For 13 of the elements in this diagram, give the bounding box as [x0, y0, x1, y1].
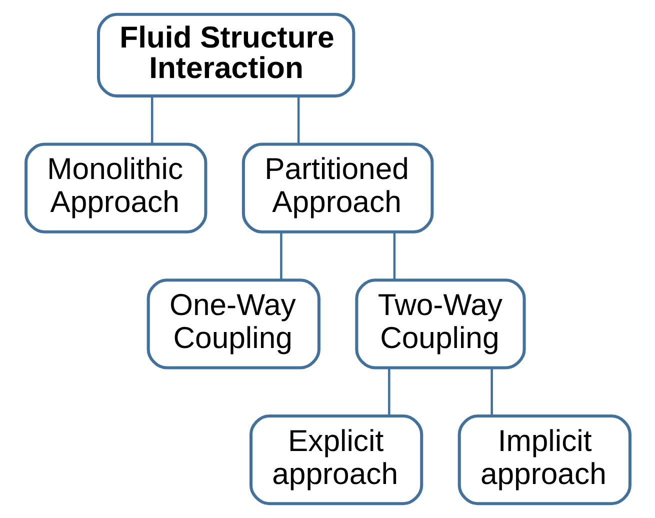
connector [280, 232, 282, 280]
connector [388, 368, 390, 416]
node-box: Explicit approach [249, 414, 423, 506]
node-box: Monolithic Approach [24, 142, 207, 234]
connector [150, 96, 153, 144]
node-box: One-Way Coupling [146, 278, 320, 370]
node-box: Two-Way Coupling [354, 278, 526, 370]
connector [296, 96, 300, 144]
node-box: Implicit approach [457, 414, 631, 506]
node-box: Partitioned Approach [241, 142, 434, 234]
connector [392, 232, 396, 280]
node-box: Fluid Structure Interaction [96, 12, 355, 98]
connector [490, 368, 492, 416]
